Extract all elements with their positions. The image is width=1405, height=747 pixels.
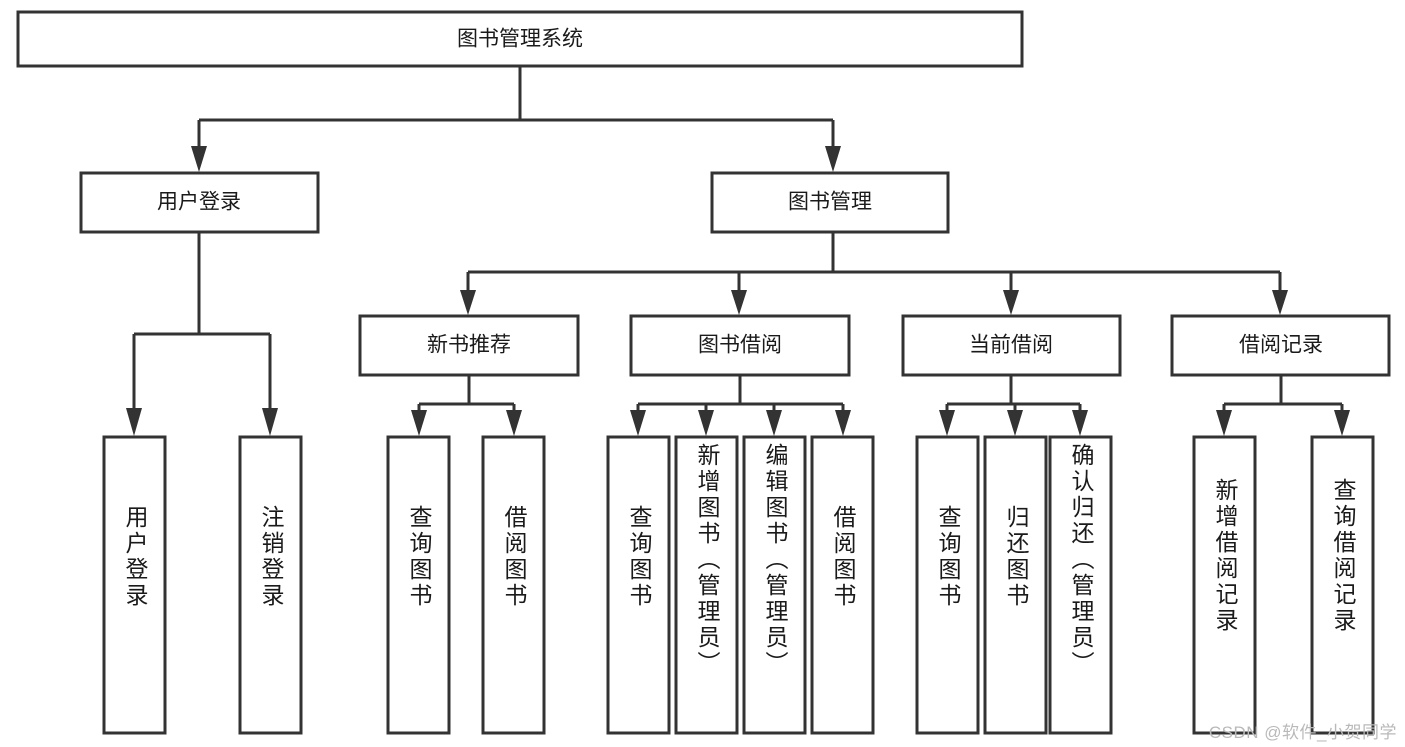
node-root-system[interactable] — [16, 10, 1024, 68]
label-borrow-record: 借阅记录 — [1239, 334, 1323, 357]
node-leaf-current-borrow-3[interactable] — [1048, 435, 1113, 735]
node-current-borrow[interactable] — [901, 314, 1122, 377]
node-leaf-current-borrow-2[interactable] — [983, 435, 1048, 735]
label-root-system: 图书管理系统 — [457, 28, 583, 51]
connector-group-user-login — [126, 232, 278, 436]
connector-group-root — [191, 66, 841, 172]
node-book-borrow[interactable] — [629, 314, 851, 377]
arrow-head-user-login — [191, 146, 207, 172]
node-leaf-new-book-1[interactable] — [386, 435, 451, 735]
node-new-book-recommend[interactable] — [358, 314, 580, 377]
arrow-head-book-borrow-leaf-2 — [698, 410, 714, 436]
arrow-head-book-borrow-leaf-1 — [630, 410, 646, 436]
arrow-head-leaf-user-login-2 — [262, 408, 278, 436]
node-leaf-borrow-record-2[interactable] — [1310, 435, 1375, 735]
node-leaf-user-login-2[interactable] — [238, 435, 303, 735]
arrow-head-borrow-record-leaf-2 — [1334, 410, 1350, 436]
label-current-borrow: 当前借阅 — [969, 334, 1053, 357]
node-leaf-book-borrow-1[interactable] — [606, 435, 671, 735]
arrow-head-current-borrow-leaf-1 — [939, 410, 955, 436]
arrow-head-new-book-leaf-1 — [411, 410, 427, 436]
label-user-login: 用户登录 — [157, 191, 241, 214]
connector-group-borrow-record — [1216, 375, 1350, 436]
watermark-credit: CSDN @软件_小贺同学 — [1208, 723, 1397, 742]
node-leaf-new-book-2[interactable] — [481, 435, 546, 735]
node-leaf-book-borrow-3[interactable] — [742, 435, 807, 735]
arrow-head-current-borrow — [1003, 290, 1019, 315]
label-book-borrow: 图书借阅 — [698, 334, 782, 357]
node-leaf-borrow-record-1[interactable] — [1192, 435, 1257, 735]
arrow-head-current-borrow-leaf-3 — [1072, 410, 1088, 436]
node-leaf-user-login-1[interactable] — [102, 435, 167, 735]
connector-group-book-borrow — [630, 375, 851, 436]
arrow-head-book-manage — [825, 146, 841, 172]
arrow-head-new-book — [460, 290, 476, 315]
arrow-head-leaf-user-login-1 — [126, 408, 142, 436]
node-leaf-book-borrow-2[interactable] — [674, 435, 739, 735]
arrow-head-current-borrow-leaf-2 — [1007, 410, 1023, 436]
arrow-head-book-borrow — [731, 290, 747, 315]
label-new-book-recommend: 新书推荐 — [427, 334, 511, 357]
connector-group-new-book — [411, 375, 522, 436]
node-user-login[interactable] — [79, 171, 320, 234]
arrow-head-borrow-record — [1272, 290, 1288, 315]
node-borrow-record[interactable] — [1170, 314, 1391, 377]
arrow-head-borrow-record-leaf-1 — [1216, 410, 1232, 436]
node-book-manage[interactable] — [710, 171, 950, 234]
connector-group-book-manage — [460, 232, 1288, 315]
connector-group-current-borrow — [939, 375, 1088, 436]
arrow-head-new-book-leaf-2 — [506, 410, 522, 436]
arrow-head-book-borrow-leaf-3 — [766, 410, 782, 436]
arrow-head-book-borrow-leaf-4 — [835, 410, 851, 436]
label-book-manage: 图书管理 — [788, 191, 872, 214]
node-leaf-book-borrow-4[interactable] — [810, 435, 875, 735]
node-leaf-current-borrow-1[interactable] — [915, 435, 980, 735]
